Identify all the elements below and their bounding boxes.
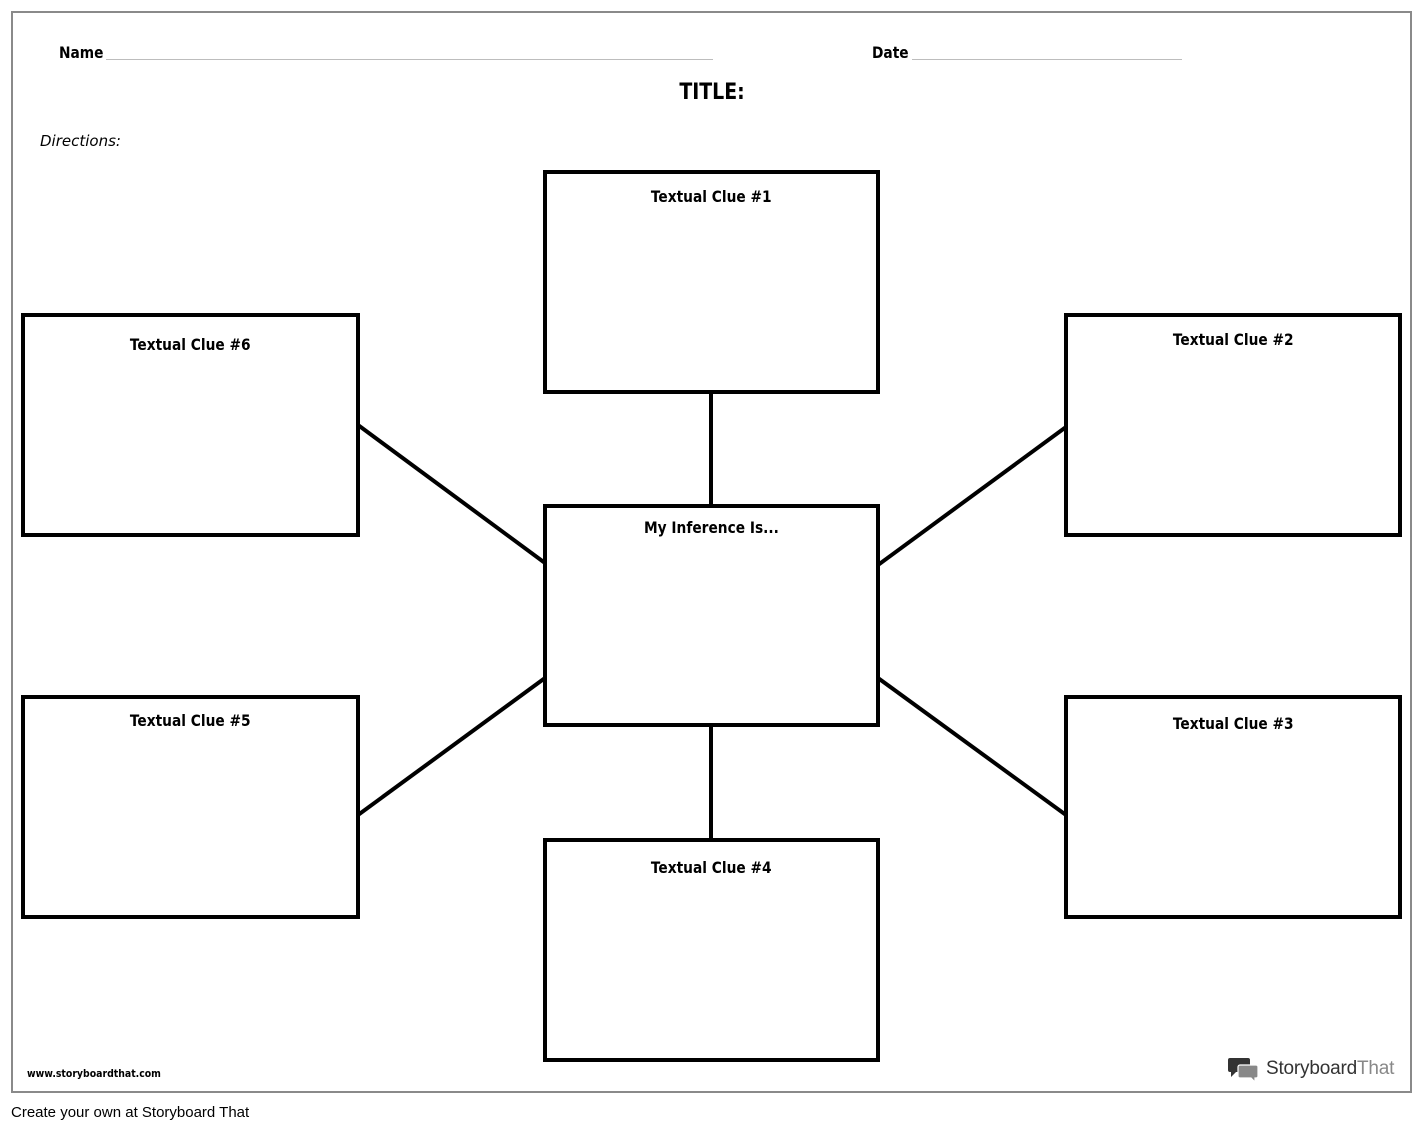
clue-box-1[interactable]: Textual Clue #1 bbox=[543, 170, 880, 394]
clue-box-5[interactable]: Textual Clue #5 bbox=[21, 695, 360, 919]
clue-box-2-label: Textual Clue #2 bbox=[1172, 330, 1294, 349]
clue-box-3[interactable]: Textual Clue #3 bbox=[1064, 695, 1402, 919]
inference-box[interactable]: My Inference Is... bbox=[543, 504, 880, 727]
site-url: www.storyboardthat.com bbox=[27, 1067, 161, 1080]
clue-box-6[interactable]: Textual Clue #6 bbox=[21, 313, 360, 537]
clue-box-6-label: Textual Clue #6 bbox=[130, 335, 251, 354]
clue-box-1-label: Textual Clue #1 bbox=[651, 187, 772, 206]
connector-clue6 bbox=[356, 423, 547, 565]
connector-clue3 bbox=[876, 676, 1068, 817]
page-title: TITLE: bbox=[679, 80, 746, 105]
speech-bubbles-icon bbox=[1228, 1058, 1259, 1082]
date-line[interactable] bbox=[912, 59, 1182, 60]
footer-text[interactable]: Create your own at Storyboard That bbox=[11, 1104, 250, 1121]
brand-logo: StoryboardThat bbox=[1228, 1055, 1394, 1083]
brand-name: StoryboardThat bbox=[1266, 1058, 1395, 1079]
clue-box-4-label: Textual Clue #4 bbox=[651, 858, 772, 877]
name-label: Name bbox=[59, 43, 104, 62]
inference-box-label: My Inference Is... bbox=[644, 518, 779, 537]
date-label: Date bbox=[872, 43, 909, 62]
name-line[interactable] bbox=[106, 59, 713, 60]
clue-box-2[interactable]: Textual Clue #2 bbox=[1064, 313, 1402, 537]
connector-clue5 bbox=[356, 676, 547, 817]
connector-clue2 bbox=[876, 425, 1068, 567]
clue-box-4[interactable]: Textual Clue #4 bbox=[543, 838, 880, 1062]
clue-box-5-label: Textual Clue #5 bbox=[130, 711, 251, 730]
directions-label: Directions: bbox=[40, 132, 121, 150]
clue-box-3-label: Textual Clue #3 bbox=[1172, 714, 1294, 733]
